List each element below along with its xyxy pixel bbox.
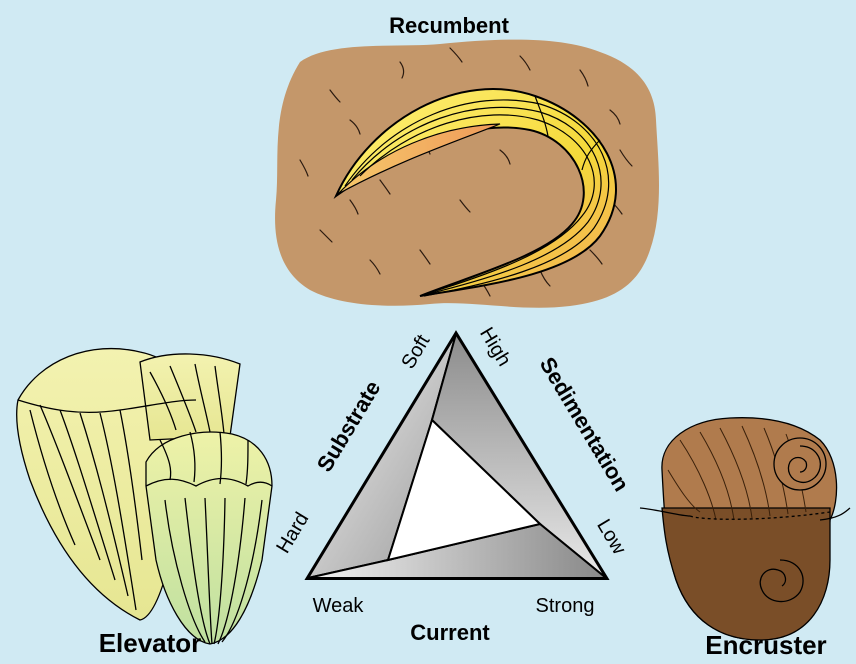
sedimentation-axis-label: Sedimentation [535, 353, 634, 496]
low-label: Low [592, 516, 630, 559]
strong-label: Strong [536, 595, 595, 617]
weak-label: Weak [313, 595, 365, 617]
high-label: High [475, 324, 515, 371]
encruster-illustration [640, 418, 850, 640]
substrate-axis-label: Substrate [312, 376, 386, 476]
encruster-label: Encruster [705, 630, 826, 660]
soft-label: Soft [397, 331, 434, 373]
elevator-illustration [17, 349, 272, 644]
recumbent-label: Recumbent [389, 13, 509, 38]
current-axis-label: Current [410, 620, 490, 645]
hard-label: Hard [272, 509, 313, 557]
elevator-label: Elevator [99, 628, 202, 658]
recumbent-illustration [275, 40, 659, 308]
